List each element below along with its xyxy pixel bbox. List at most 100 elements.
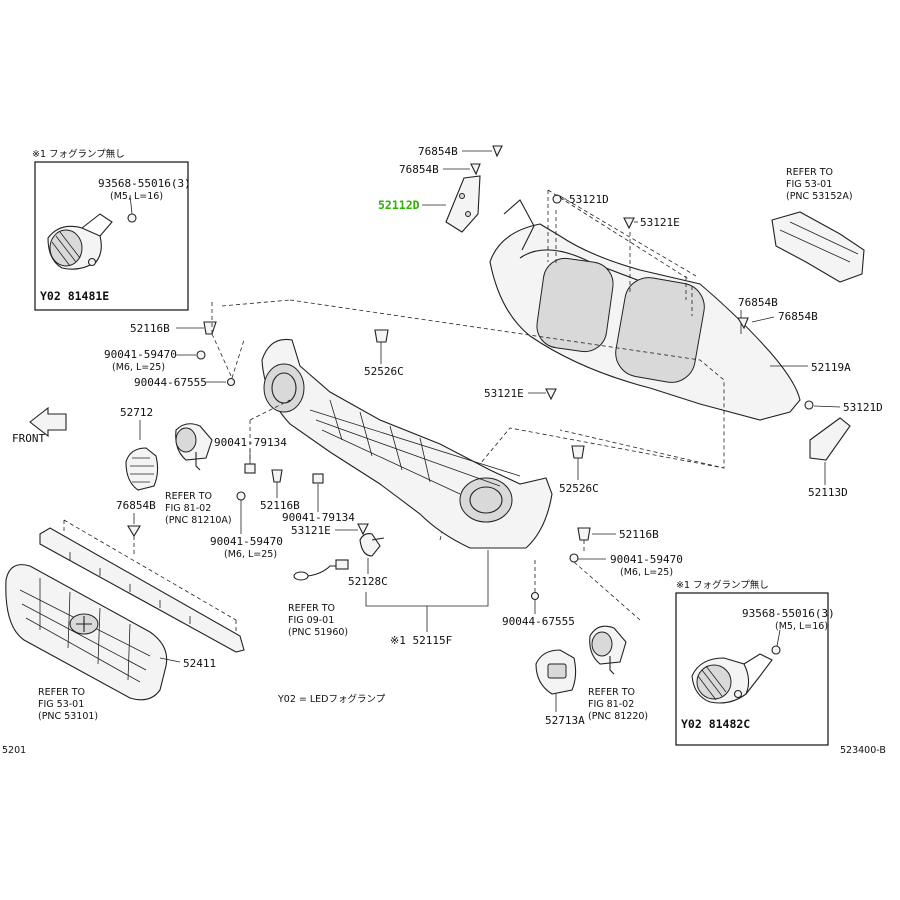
- nut-icon: [244, 463, 256, 474]
- label-y02-81481e[interactable]: Y02 81481E: [40, 289, 109, 303]
- screw-icon: [771, 645, 781, 655]
- refer-53152a-l1[interactable]: REFER TO: [786, 167, 833, 178]
- front-arrow-icon: [29, 406, 67, 438]
- label-90044-left[interactable]: 90044-67555: [134, 376, 207, 389]
- refer-53101-l1[interactable]: REFER TO: [38, 687, 85, 698]
- inset-right-note: ※1 フォグランプ無し: [676, 579, 769, 591]
- inset-left-frame: [34, 161, 189, 311]
- label-90044-right[interactable]: 90044-67555: [502, 615, 575, 628]
- nut-icon: [552, 194, 562, 204]
- label-90041-right[interactable]: 90041-59470: [610, 553, 683, 566]
- label-76854b-right2[interactable]: 76854B: [778, 310, 818, 323]
- label-90041-right-spec: (M6, L=25): [620, 567, 673, 578]
- clip-icon: [737, 317, 749, 330]
- inset-left-note: ※1 フォグランプ無し: [32, 148, 125, 160]
- grille-52411-illustration: [5, 564, 168, 701]
- bolt-icon: [196, 350, 206, 360]
- label-52113d[interactable]: 52113D: [808, 486, 848, 499]
- refer-53152a-l3[interactable]: (PNC 53152A): [786, 191, 853, 202]
- screw-icon: [87, 257, 97, 267]
- refer-81210a-l1[interactable]: REFER TO: [165, 491, 212, 502]
- clip-icon: [545, 388, 557, 401]
- molding-illustration: [39, 527, 245, 653]
- label-53121d-right[interactable]: 53121D: [843, 401, 883, 414]
- inset-right: ※1 フォグランプ無し 93568-55016(3) (M5, L=16) Y0…: [675, 579, 835, 746]
- label-front: FRONT: [12, 432, 45, 445]
- refer-51960-l3[interactable]: (PNC 51960): [288, 627, 348, 638]
- label-76854b-top1[interactable]: 76854B: [418, 145, 458, 158]
- label-52116b-mid[interactable]: 52116B: [260, 499, 300, 512]
- nut-icon: [804, 400, 814, 410]
- label-53121e-mid[interactable]: 53121E: [484, 387, 524, 400]
- label-52116b-top[interactable]: 52116B: [130, 322, 170, 335]
- clip-icon: [271, 469, 283, 483]
- clip-icon: [470, 163, 481, 176]
- refer-53101-l2[interactable]: FIG 53-01: [38, 699, 84, 710]
- lower-bumper-illustration: [261, 338, 553, 549]
- fog-lamp-left-illustration: [175, 423, 213, 471]
- label-93568-right[interactable]: 93568-55016(3): [742, 607, 835, 620]
- label-52128c[interactable]: 52128C: [348, 575, 388, 588]
- label-52119a[interactable]: 52119A: [811, 361, 851, 374]
- refer-53152a-l2[interactable]: FIG 53-01: [786, 179, 832, 190]
- label-52116b-right[interactable]: 52116B: [619, 528, 659, 541]
- label-90041-left-spec: (M6, L=25): [112, 362, 165, 373]
- refer-81220-l2[interactable]: FIG 81-02: [588, 699, 634, 710]
- fog-lamp-right-illustration: [589, 625, 627, 675]
- label-53121e-low[interactable]: 53121E: [291, 524, 331, 537]
- nut-icon: [312, 473, 324, 484]
- clip-icon: [357, 523, 369, 536]
- label-y02-81482c[interactable]: Y02 81482C: [681, 717, 750, 731]
- clip-icon: [492, 145, 503, 158]
- label-93568-right-spec: (M5, L=16): [775, 621, 828, 632]
- label-90041-79134-a[interactable]: 90041-79134: [214, 436, 287, 449]
- label-52712[interactable]: 52712: [120, 406, 153, 419]
- bracket-52113d: [809, 417, 851, 461]
- clip-icon: [203, 321, 217, 335]
- clip-icon: [226, 377, 236, 387]
- screw-icon: [733, 689, 743, 699]
- label-52526c-low[interactable]: 52526C: [559, 482, 599, 495]
- clip-icon: [530, 591, 540, 601]
- grille-seal-illustration: [771, 211, 865, 283]
- label-90041-mid[interactable]: 90041-59470: [210, 535, 283, 548]
- bolt-icon: [569, 553, 579, 563]
- wire-harness-illustration: [293, 559, 349, 581]
- clip-icon: [577, 527, 591, 541]
- label-76854b-left[interactable]: 76854B: [116, 499, 156, 512]
- bracket-52112d: [445, 175, 481, 233]
- label-90041-mid-spec: (M6, L=25): [224, 549, 277, 560]
- clip-icon: [623, 217, 635, 230]
- label-52713a[interactable]: 52713A: [545, 714, 585, 727]
- clip-icon: [127, 525, 141, 538]
- clip-icon: [571, 445, 585, 459]
- refer-81220-l3[interactable]: (PNC 81220): [588, 711, 648, 722]
- label-52112d-highlighted[interactable]: 52112D: [378, 198, 420, 212]
- figure-code-right: 523400-B: [840, 745, 886, 756]
- label-93568-left[interactable]: 93568-55016(3): [98, 177, 191, 190]
- label-53121d-top[interactable]: 53121D: [569, 193, 609, 206]
- label-52526c-top[interactable]: 52526C: [364, 365, 404, 378]
- inset-left: ※1 フォグランプ無し 93568-55016(3) (M5, L=16) Y0…: [32, 148, 191, 311]
- label-52115f[interactable]: ※1 52115F: [390, 634, 452, 647]
- label-76854b-right1[interactable]: 76854B: [738, 296, 778, 309]
- refer-51960-l2[interactable]: FIG 09-01: [288, 615, 334, 626]
- refer-53101-l3[interactable]: (PNC 53101): [38, 711, 98, 722]
- refer-81210a-l3[interactable]: (PNC 81210A): [165, 515, 232, 526]
- refer-51960-l1[interactable]: REFER TO: [288, 603, 335, 614]
- clip-icon: [374, 329, 389, 343]
- label-53121e-top[interactable]: 53121E: [640, 216, 680, 229]
- label-90041-left[interactable]: 90041-59470: [104, 348, 177, 361]
- refer-81210a-l2[interactable]: FIG 81-02: [165, 503, 211, 514]
- fog-cover-52713a-illustration: [535, 649, 577, 695]
- page-code-left: 5201: [2, 745, 26, 756]
- refer-81220-l1[interactable]: REFER TO: [588, 687, 635, 698]
- label-52411[interactable]: 52411: [183, 657, 216, 670]
- label-90041-79134-b[interactable]: 90041-79134: [282, 511, 355, 524]
- fog-cover-right-illustration: [691, 629, 781, 704]
- fog-cover-52712-illustration: [125, 447, 159, 491]
- screw-icon: [127, 213, 137, 223]
- label-76854b-top2[interactable]: 76854B: [399, 163, 439, 176]
- fog-cover-left-illustration: [47, 194, 137, 270]
